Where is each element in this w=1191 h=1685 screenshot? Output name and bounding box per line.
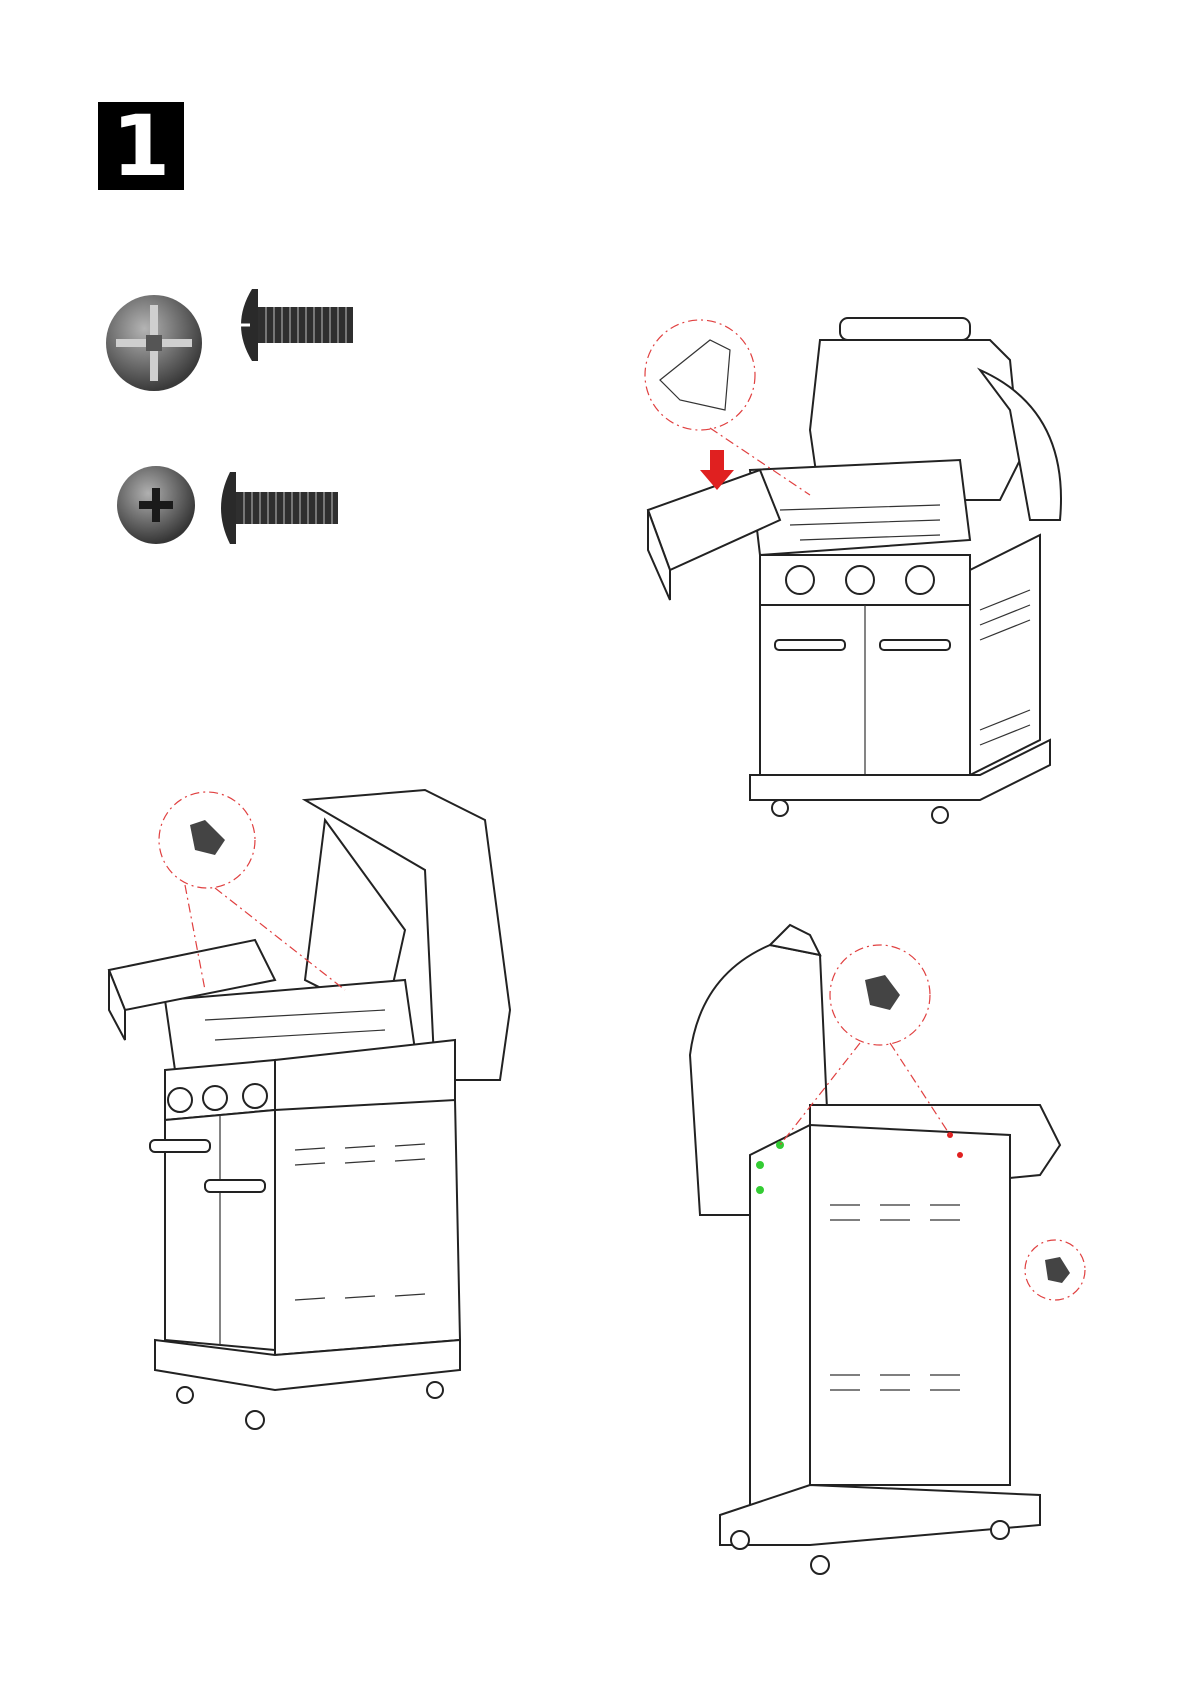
screw-large-side-icon <box>230 285 360 365</box>
figure-rear-shelf-fastening <box>660 925 1090 1585</box>
screw-large-head-icon <box>104 293 204 393</box>
screw-small-head-icon <box>115 464 197 546</box>
screw-small-side-icon <box>212 468 347 548</box>
figure-front-shelf-fastening <box>105 780 525 1450</box>
step-number-badge: 1 <box>98 102 184 190</box>
figure-side-shelf-insert <box>640 310 1080 870</box>
